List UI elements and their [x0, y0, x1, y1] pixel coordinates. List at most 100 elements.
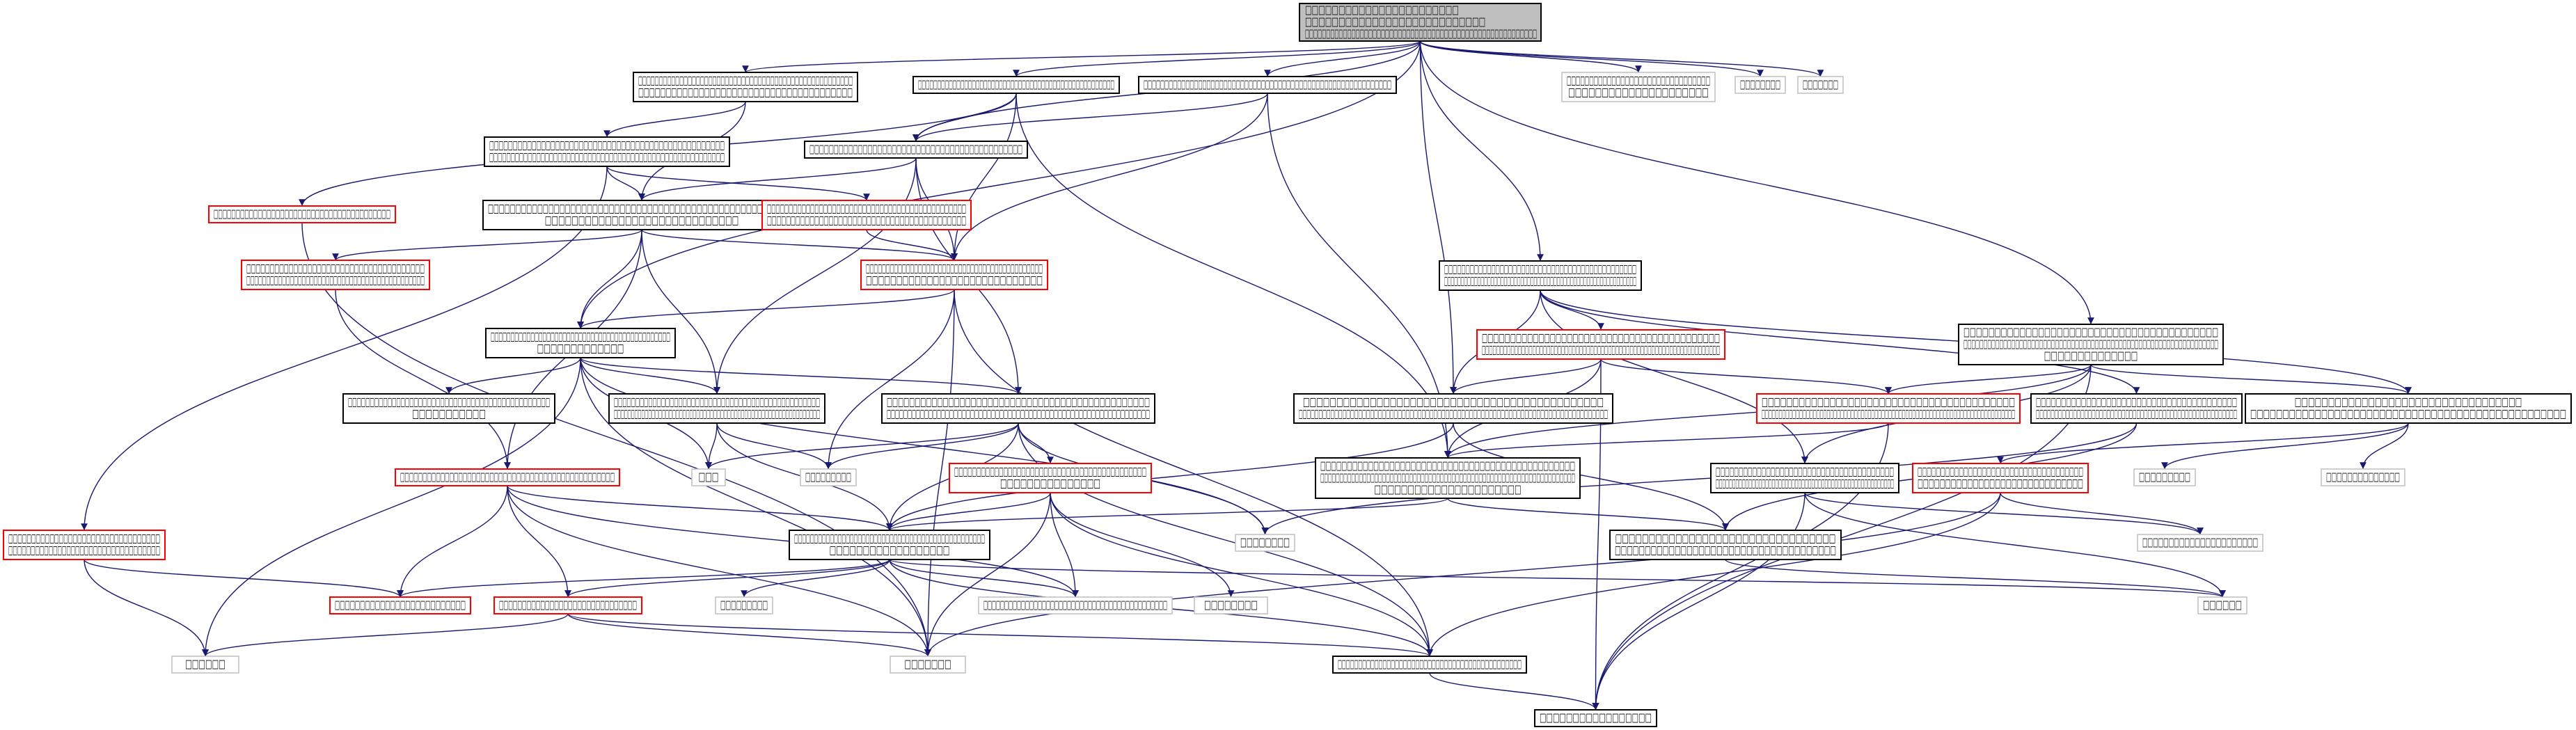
graph-node[interactable]: □□□□□□□□□□□□□□□□□□□□□□□□□□□□□□□□□□□□□□□□… — [1476, 329, 1725, 360]
graph-node[interactable]: □□□□□□□□ — [1235, 534, 1295, 552]
graph-node[interactable]: □□□□□□□□□□□□□□□□□ — [1534, 709, 1657, 727]
node-label: □□□□□□□□□□□□□□□□□□□□□□□□□□□□□□□□□□□□□□□□… — [2036, 407, 2237, 421]
node-box — [881, 393, 1155, 424]
dependency-edge — [886, 422, 1454, 531]
node-box — [1299, 3, 1542, 42]
graph-node[interactable]: □□□□□□□□□□□□□□□□□□□□□□□□□□□□□□□□□□□□□□□□… — [1609, 530, 1842, 560]
node-label: □□□□□□□□□□□□□□□□□□□□□□□□□□□□□□□□□□□□□□□ — [638, 86, 853, 100]
graph-node[interactable]: □□□□□□□□□□□□□□□□□□□□□□□□□□□□□□□□□□□□□□□□… — [804, 141, 1028, 159]
graph-node[interactable]: □□□□□□□□□□□□□□□□□□□□□□ — [2137, 534, 2263, 552]
node-label: □□□□□□□□□□□□□□□□□□□□□□□□□□□□□□□□□ — [1615, 532, 1836, 546]
dependency-edge — [202, 357, 581, 657]
dependency-edge — [1419, 40, 2094, 325]
graph-node[interactable]: □□□□□□□□□□□□□□□□□□□□□□□□□□□□□□□□□□□□□□□□… — [608, 393, 825, 424]
graph-node[interactable]: □□□□□□□□□□□□□□□□□□□□□□□□□□□□□□□□□□□□□□□□… — [1561, 72, 1716, 102]
graph-node[interactable]: □□□□□□□□□□□□□□□□□□□□□□□□□□□□□□□□□□□□□□□□… — [485, 328, 676, 358]
node-label: □□□□□□ — [185, 658, 226, 672]
graph-node[interactable]: □□□□□□□□□□□□□□ — [2321, 468, 2405, 486]
graph-node[interactable]: □□□□□□□□□□□□□□□□□□□□□□□□□□□□□□□□□□□□□□□□… — [1138, 76, 1397, 94]
node-box — [1609, 530, 1842, 560]
graph-node[interactable]: □□□□□□□□□□□□□□□□□□□□□□□□□□□□□□□□□□□□□□□□… — [241, 260, 430, 290]
node-label: □□□□□□□□□□□□□□□□□□□□□□□□□□□□□□□□□□□□□□□□… — [491, 330, 670, 344]
graph-node[interactable]: □□□□□□□□□□□□□□□□□□□□□□□□□□□□□□□□□□□□□□□□… — [949, 463, 1152, 493]
graph-node[interactable]: □□□□□□□□□□□□□□□□□□□□□□□□□□□□□□□□□□□□□□□□… — [761, 200, 972, 230]
graph-node[interactable]: □□□□□□□□□□□□□□□□□□□□□□□□□□□□□□□□□□□□□□□□… — [881, 393, 1155, 424]
dependency-edge — [1592, 492, 1805, 711]
node-box — [484, 136, 730, 167]
node-box — [3, 530, 166, 560]
graph-node[interactable]: □□□□□□□□□ — [715, 596, 773, 614]
graph-node[interactable]: □□□□□□□□□□□□□□□□□□□□□□□□□□□□□□□□□□□□□□□□… — [484, 136, 730, 167]
graph-node[interactable]: □□□□□□□□□□□□□□□□□□□□□□□□□□□□□□□□□□□□□□□□… — [2030, 393, 2243, 424]
graph-node[interactable]: □□□□□□ — [2197, 596, 2247, 614]
graph-node[interactable]: □□□□□□□□□□□□□□□□□□□□□□□□□□□□□□□□□□□□□□□□ — [208, 205, 396, 223]
node-label: □□□□□□□□□□□□□□□□□□□□□□□□□□□□□□□□□□□□□□ — [246, 262, 425, 276]
node-label: □□□□□□□□□□□□□□□□□□□□□□□□□□□□□□□□□□□□□□□□… — [348, 395, 550, 409]
node-label: □□□□□□□□□□□□□□□□□□□□□□□□□□□□□□□□□□□□□□□□… — [1299, 407, 1608, 421]
graph-node[interactable]: □□□□□□□□□□□□□□□□□□□□□□□□□□□□□□ — [493, 596, 642, 614]
dependency-edge — [397, 485, 508, 598]
dependency-edge — [1419, 40, 1544, 262]
dependency-edge — [1261, 422, 2138, 535]
graph-node[interactable]: □□□□□□□□□□□□□□□□□□□□□□□□□□□□□□□□□□□□□□□□… — [1912, 463, 2089, 493]
node-label: □□□□□□□□□□□□□□□□□□□□□□□□□□□□□□□□□□□□□□□□ — [2036, 395, 2237, 409]
node-box — [1315, 457, 1581, 499]
dependency-edge — [705, 422, 1019, 470]
graph-node[interactable]: □□□□□□□ — [1797, 76, 1844, 94]
dependency-edge — [866, 229, 958, 261]
node-label: □□□□□□□□□□□□□ — [537, 342, 624, 356]
graph-node[interactable]: □□□□□□□□□□□□□□□□□□□□□□□□□□□□□□□□□□□□□□□□… — [860, 260, 1048, 290]
graph-node[interactable]: □□□□□□□□□□□□□□□□□□□□□□□□□□□□□□□□□□□□□□□□… — [482, 200, 801, 230]
graph-node[interactable]: □□□□□□□□□□□□□□□□□□□□□□□□□□□□□□□□□□□□□□□□… — [1315, 457, 1581, 499]
graph-node[interactable]: □□□□□□□□□□□□□□□□□□□□□□□□□□□□□□□□□□□□□□□□… — [395, 468, 620, 486]
graph-node[interactable]: □□□□□□□□□□□□□□□□□□□□□□□□□□□□□□□□□□□□□□□□… — [1299, 3, 1542, 42]
dependency-edge — [716, 422, 832, 470]
node-box — [1735, 76, 1786, 94]
node-label: □□□□□□□□□□□□□□□□□□□□□□□□□□□□□□□□□□□□□□□□… — [614, 395, 820, 409]
dependency-edge — [1600, 358, 1892, 395]
graph-node[interactable]: □□□□□□□□□□□□□□□□□□□□□□□□□□□□□□□□□□□□□□□□… — [978, 596, 1173, 614]
dependency-edge — [1419, 40, 1824, 77]
graph-node[interactable]: □□□□□□□□ — [1735, 76, 1786, 94]
graph-node[interactable]: □□□□□□□□□□□□□□□□□□□□□□□□□□□□□□□□□□□□□□□□… — [912, 76, 1120, 94]
graph-node[interactable]: □□□□□□□□□ — [800, 468, 857, 486]
graph-node[interactable]: □□□□□□□□□□□□□□□□□□□□□□□□□□□□□□□□□□□□□□□□… — [1439, 260, 1642, 291]
graph-node[interactable]: □□□□□□□□□□□□□□□□□□□□□□□□□□□□□□□□□□□□□□□□… — [2245, 393, 2572, 424]
graph-node[interactable]: □□□□□□□□□□□□□□□□□□□□□□□□□□□□□□□□□□□□□□□□… — [342, 393, 555, 424]
node-label: □□□□□□□□□□□□□□□□□□□□□□ — [2142, 536, 2258, 550]
dependency-edge — [580, 357, 720, 395]
graph-node[interactable]: □□□□□□□□□□□□□□□□□□□□□□□□□□□□□□□□□□□□□□□□… — [789, 530, 990, 560]
graph-node[interactable]: □□□□□□□□□□□□□□□□□□□□□□□□□□□□□□□□□□□□□□□□… — [1710, 463, 1899, 493]
dependency-edge — [84, 559, 404, 598]
node-label: □□□□□□□□□□□□□□□ — [1000, 477, 1100, 491]
dependency-edge — [577, 40, 1421, 329]
node-label: □□□□□□□□□□□□□□□□□□□□□□□□□□□□□ — [866, 273, 1043, 287]
dependency-edge — [577, 229, 642, 329]
graph-node[interactable]: □□□□□□□□□□□□□□□□□□□□□□□□□□□□□□□□□□□□□□□□… — [1332, 656, 1527, 674]
node-label: □□□□□□□□□□□□□□□□□□□□□□□□□□□□□□□□□□□□□□□□… — [767, 214, 966, 228]
dependency-edge — [2000, 492, 2204, 535]
node-label: □□□□□□□□ — [1740, 78, 1780, 92]
graph-node[interactable]: □□□□□□□□□□□□□□□□□□□□□□□□□□ — [329, 596, 471, 614]
dependency-edge — [924, 492, 1051, 657]
node-label: □□□□□□□□□□□□□□□□□□□□□□□□□□□□□□□□□ — [8, 532, 160, 546]
graph-node[interactable]: □□□ — [691, 468, 726, 486]
graph-node[interactable]: □□□□□□□□ — [1194, 596, 1268, 614]
node-box — [1235, 534, 1295, 552]
dependency-edge — [641, 229, 958, 261]
graph-node[interactable]: □□□□□□□□□□□□□□□□□□□□□□□□□□□□□□□□□□□□□□□□… — [3, 530, 166, 560]
dependency-edge — [332, 229, 642, 261]
node-label: □□□□□□□□□□□□□□□□□□□□□□□□□□□□□□□□□□□□□□□□… — [887, 407, 1150, 421]
graph-node[interactable]: □□□□□□ — [171, 656, 239, 674]
graph-node[interactable]: □□□□□□□□□□□□□□□□□□□□□□□□□□□□□□□□□□□□□□□□… — [1293, 393, 1613, 424]
dependency-edge — [1050, 492, 1235, 598]
graph-node[interactable]: □□□□□□□□□□□□□□□□□□□□□□□□□□□□□□□□□□□□□□□□… — [1756, 393, 2021, 424]
dependency-edge — [1592, 364, 2092, 711]
graph-node[interactable]: □□□□□□□ — [890, 656, 966, 674]
graph-node[interactable]: □□□□□□□□□□□□□□□□□□□□□□□□□□□□□□□□□□□□□□□□… — [633, 72, 858, 102]
node-box — [789, 530, 990, 560]
graph-node[interactable]: □□□□□□□□□ — [2133, 468, 2196, 486]
graph-node[interactable]: □□□□□□□□□□□□□□□□□□□□□□□□□□□□□□□□□□□□□□□□… — [1958, 324, 2224, 365]
node-label: □□□□□□□□□□□□□□□□□□□□□□□□□□□□□□□□□□□□□□□□… — [887, 395, 1150, 409]
dependency-edge — [951, 93, 1268, 261]
